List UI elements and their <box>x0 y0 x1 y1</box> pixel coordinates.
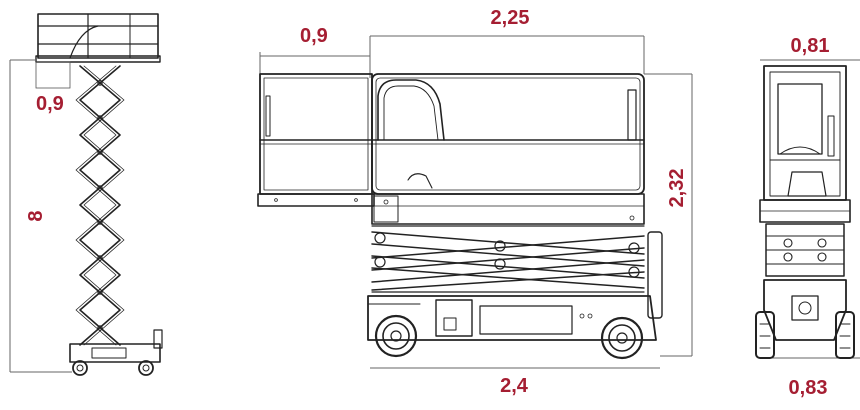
side-view-extended <box>9 13 163 376</box>
front-extension-deck <box>257 73 375 207</box>
rear-chassis <box>755 279 855 359</box>
rear-platform-width-label: 0,81 <box>791 35 830 57</box>
front-platform-length-label: 2,25 <box>491 7 530 29</box>
rear-base-width-label: 0,83 <box>789 377 828 399</box>
rear-scissor-pack <box>765 223 845 277</box>
side-chassis <box>69 329 163 376</box>
rear-view <box>755 59 860 359</box>
side-platform <box>35 13 161 63</box>
side-scissor-stack <box>75 65 125 346</box>
front-main-platform <box>371 73 645 225</box>
front-height-label: 2,32 <box>666 169 688 208</box>
rear-guardrail <box>759 65 851 223</box>
side-height-label: 8 <box>25 210 47 221</box>
front-view-stowed <box>257 35 693 369</box>
front-chassis <box>367 295 657 360</box>
front-scissor-pack <box>371 225 663 319</box>
front-extension-label: 0,9 <box>300 25 328 47</box>
front-base-length-label: 2,4 <box>500 375 529 397</box>
side-extension-label: 0,9 <box>36 93 64 115</box>
